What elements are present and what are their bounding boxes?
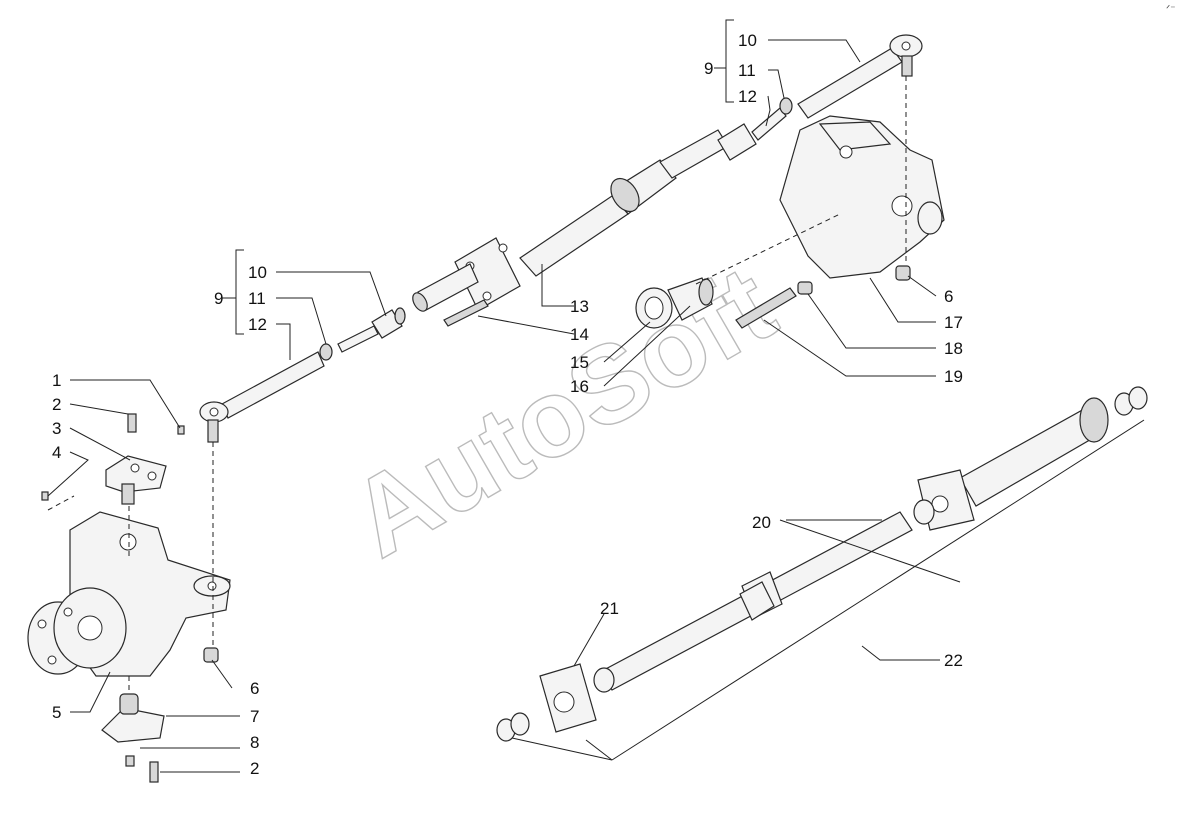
callout-14: 14: [570, 325, 589, 344]
callout-16: 16: [570, 377, 589, 396]
steering-knuckle-part-17: [779, 115, 945, 295]
callout-1: 1: [52, 371, 61, 390]
steering-knuckle-part-5: [27, 511, 231, 677]
callout-12-right: 12: [738, 87, 757, 106]
callout-9-left: 9: [214, 289, 223, 308]
callout-4: 4: [52, 443, 61, 462]
callout-2-bottom: 2: [250, 759, 259, 778]
callout-9-right: 9: [704, 59, 713, 78]
leader-lines: [47, 19, 1145, 773]
lower-plate-part-7: [101, 693, 165, 743]
callout-17: 17: [944, 313, 963, 332]
callout-10-right: 10: [738, 31, 757, 50]
callout-11-right: 11: [738, 61, 756, 80]
callout-6-right: 6: [944, 287, 953, 306]
callout-6-left: 6: [250, 679, 259, 698]
callout-7: 7: [250, 707, 259, 726]
bushings-parts-15-16: [635, 277, 714, 329]
tie-rod-end-right-part-10: [717, 34, 923, 161]
callout-11-left: 11: [248, 289, 266, 308]
callout-20: 20: [752, 513, 771, 532]
tie-rod-end-left-part-10: [199, 307, 406, 443]
callout-8: 8: [250, 733, 259, 752]
assembly-lines: [47, 76, 907, 694]
callout-21: 21: [600, 599, 619, 618]
callout-10-left: 10: [248, 263, 267, 282]
bolts-parts-14-19: [443, 287, 797, 329]
callout-13: 13: [570, 297, 589, 316]
callout-3: 3: [52, 419, 61, 438]
end-flange-part-21: [539, 663, 615, 733]
fasteners-left: [41, 413, 219, 783]
steering-cylinder-part-13: [412, 129, 729, 312]
watermark-text: AutoSoft: [331, 242, 795, 581]
callout-19: 19: [944, 367, 963, 386]
seal-rings-part-22: [496, 386, 1148, 742]
callout-22: 22: [944, 651, 963, 670]
callout-5: 5: [52, 703, 61, 722]
callout-12-left: 12: [248, 315, 267, 334]
corner-mark: ᐟ⁻: [1166, 4, 1176, 15]
callout-labels: 1 2 3 4 5 6 7 8 2 9 10 11 12 9 10 11 12 …: [52, 31, 963, 778]
callout-18: 18: [944, 339, 963, 358]
callout-15: 15: [570, 353, 589, 372]
callout-2-top: 2: [52, 395, 61, 414]
steering-arm-plate-part-3: [105, 455, 167, 505]
cylinder-assembly-part-20: [599, 397, 1109, 691]
